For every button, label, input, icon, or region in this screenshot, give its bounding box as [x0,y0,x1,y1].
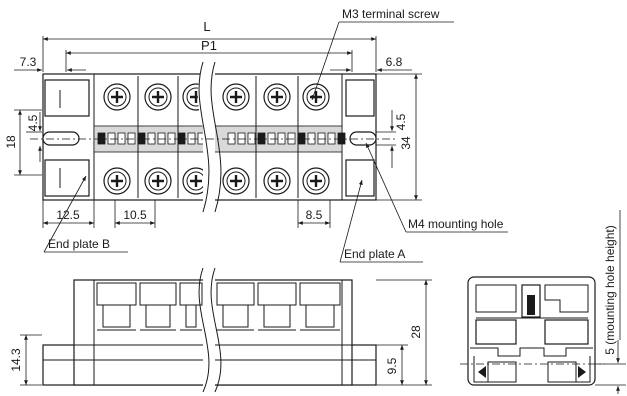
front-view-dimensions: 14.3 28 9.5 [9,279,432,386]
label-m3-terminal-screw: M3 terminal screw [342,7,440,21]
break-line-left [198,61,210,213]
screw-icon [103,83,131,111]
cutout [277,132,286,145]
cutout [297,132,306,145]
cutout [257,132,266,145]
dim-4-5-left: 4.5 [26,114,40,131]
screw-icon [144,167,172,195]
cutout [237,132,246,145]
cutout [167,132,176,145]
cutout [307,132,316,145]
cutout [157,132,166,145]
cutout [267,132,276,145]
label-end-plate-a: End plate A [344,247,405,261]
top-view [30,60,395,213]
cutout [147,132,156,145]
cutout [317,132,326,145]
cutout [127,132,136,145]
cutout [227,132,236,145]
dim-14-3: 14.3 [9,348,23,372]
label-end-plate-b: End plate B [48,237,110,251]
screw-icon [222,83,250,111]
front-break-line-right [210,267,222,393]
cutout [177,132,186,145]
screw-icon [144,83,172,111]
dim-8-5: 8.5 [306,208,323,222]
screw-icon [103,167,131,195]
break-line-right [210,61,222,213]
cutout [107,132,116,145]
cutout [117,132,126,145]
terminal-cell [257,282,297,331]
dim-10-5: 10.5 [123,208,147,222]
dim-P1: P1 [201,38,217,53]
screw-icon [222,167,250,195]
terminal-cell [216,282,255,331]
cutout [137,132,146,145]
dim-28: 28 [409,325,423,339]
dim-34: 34 [399,136,413,150]
screw-icon [263,83,291,111]
mounting-hole-right [349,131,377,146]
front-break-line-left [198,267,210,393]
dim-7-3: 7.3 [20,55,37,69]
screw-icon [263,167,291,195]
front-view-terminals [96,282,341,331]
dim-mounting-hole-height: 5 (mounting hole height) [603,225,617,354]
side-view-body [467,276,596,386]
side-view [460,276,605,386]
terminal-cell [96,282,137,331]
cutout [187,132,196,145]
dim-18: 18 [4,135,18,149]
cutout [97,132,106,145]
front-view [42,267,377,393]
dim-L: L [203,19,210,34]
terminal-cutouts [97,132,346,145]
terminal-cell [299,282,341,331]
cutout [287,132,296,145]
cutout [247,132,256,145]
mounting-hole-left [42,131,80,146]
screw-icon [302,167,330,195]
cutout [337,132,346,145]
screw-icon [182,167,210,195]
terminal-screws [103,83,330,195]
label-m4-mounting-hole: M4 mounting hole [408,217,504,231]
dim-6-8: 6.8 [386,55,403,69]
cutout [327,132,336,145]
dim-4-5-right: 4.5 [394,113,408,130]
terminal-cell [179,282,203,331]
top-view-dimensions: L P1 7.3 6.8 M3 terminal screw 18 4.5 4.… [4,7,508,263]
dim-12-5: 12.5 [56,208,80,222]
terminal-cell [139,282,177,331]
screw-icon [302,83,330,111]
dim-9-5: 9.5 [385,357,399,374]
side-view-dimensions: 5 (mounting hole height) [595,210,626,394]
